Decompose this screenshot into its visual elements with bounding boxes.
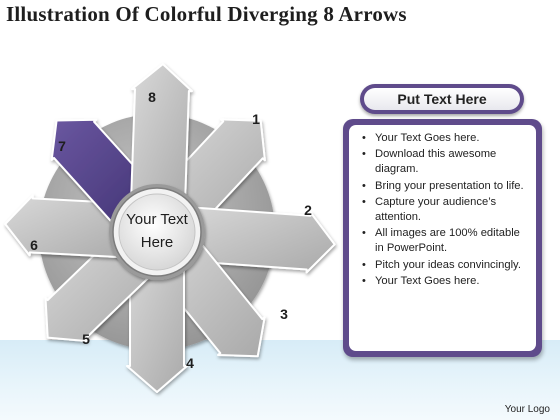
arrow-8: [129, 63, 193, 214]
arrow-number-7: 7: [58, 138, 66, 154]
footer-logo: Your Logo: [504, 404, 550, 415]
arrow-number-3: 3: [280, 306, 288, 322]
center-text-line2: Here: [141, 234, 174, 251]
bullet-item: Your Text Goes here.: [362, 131, 530, 146]
bullet-list: Your Text Goes here. Download this aweso…: [355, 131, 530, 289]
center-text-line1: Your Text: [126, 211, 189, 228]
bullet-item: Your Text Goes here.: [362, 274, 530, 289]
arrow-number-4: 4: [186, 355, 194, 371]
bullet-item: All images are 100% editable in PowerPoi…: [362, 226, 530, 256]
page-title: Illustration Of Colorful Diverging 8 Arr…: [6, 2, 407, 26]
center-hub: Your Text Here: [109, 184, 205, 280]
arrow-number-1: 1: [252, 111, 260, 127]
arrow-number-2: 2: [304, 202, 312, 218]
bullet-item: Bring your presentation to life.: [362, 179, 530, 194]
bullet-item: Pitch your ideas convincingly.: [362, 258, 530, 273]
bullet-item: Capture your audience’s attention.: [362, 195, 530, 225]
text-panel: Your Text Goes here. Download this aweso…: [343, 119, 542, 357]
arrow-number-6: 6: [30, 237, 38, 253]
panel-header: Put Text Here: [360, 84, 524, 114]
panel-header-label: Put Text Here: [364, 88, 520, 110]
bullet-item: Download this awesome diagram.: [362, 147, 530, 177]
arrow-number-8: 8: [148, 89, 156, 105]
text-panel-body: Your Text Goes here. Download this aweso…: [349, 125, 536, 351]
arrow-number-5: 5: [82, 331, 90, 347]
